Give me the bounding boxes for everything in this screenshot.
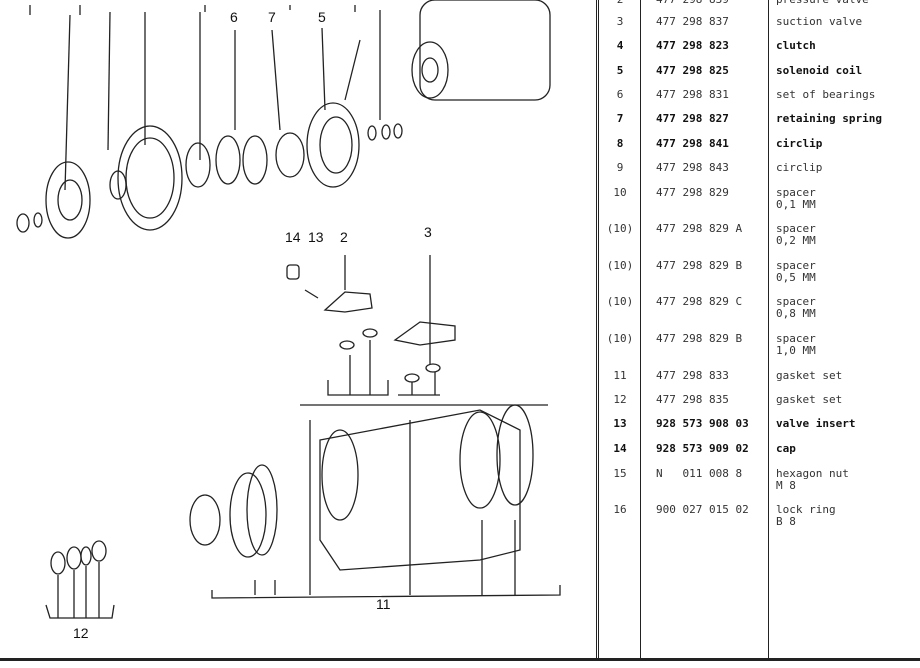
part-description: hexagon nut M 8 bbox=[776, 467, 849, 492]
position-number: 6 bbox=[616, 88, 624, 101]
position-number: 11 bbox=[613, 369, 627, 382]
clutch-plate bbox=[45, 161, 91, 239]
part-number: 477 298 823 bbox=[656, 39, 729, 52]
part-description: spacer 0,5 MM bbox=[776, 259, 816, 284]
position-number: 13 bbox=[613, 417, 627, 430]
assembled-compressor bbox=[419, 0, 551, 101]
part-number: 477 298 829 B bbox=[656, 332, 743, 345]
callout-12: 12 bbox=[73, 625, 89, 641]
bottom-rule bbox=[0, 658, 920, 661]
part-number: 477 298 831 bbox=[656, 88, 729, 101]
position-number: (10) bbox=[606, 332, 634, 345]
part-number: 477 298 841 bbox=[656, 137, 729, 150]
solenoid-coil bbox=[306, 102, 360, 188]
part-description: spacer 0,2 MM bbox=[776, 222, 816, 247]
position-number: 4 bbox=[616, 39, 624, 52]
exploded-parts-diagram: 6 7 5 14 13 2 3 11 12 bbox=[16, 0, 561, 641]
part-description: circlip bbox=[776, 137, 823, 150]
part-description: cap bbox=[776, 442, 796, 455]
pulley bbox=[117, 125, 183, 231]
column-divider bbox=[640, 0, 641, 658]
part-description: spacer 1,0 MM bbox=[776, 332, 816, 357]
part-description: solenoid coil bbox=[776, 64, 863, 77]
part-number: 477 298 825 bbox=[656, 64, 729, 77]
position-number: (10) bbox=[606, 295, 634, 308]
position-number: 16 bbox=[613, 503, 627, 516]
part-description: suction valve bbox=[776, 15, 863, 28]
part-description: clutch bbox=[776, 39, 816, 52]
part-description: gasket set bbox=[776, 369, 843, 382]
position-number: 9 bbox=[616, 161, 624, 174]
part-description: retaining spring bbox=[776, 112, 882, 125]
position-number: (10) bbox=[606, 259, 634, 272]
part-number: 928 573 908 03 bbox=[656, 417, 749, 430]
part-number: 928 573 909 02 bbox=[656, 442, 749, 455]
compressor-body bbox=[319, 409, 521, 571]
part-description: spacer 0,1 MM bbox=[776, 186, 816, 211]
position-number: (10) bbox=[606, 222, 634, 235]
part-description: pressure valve bbox=[776, 0, 869, 6]
position-number: 2 bbox=[599, 0, 641, 6]
part-number: 477 298 837 bbox=[656, 15, 729, 28]
position-number: 10 bbox=[613, 186, 627, 199]
part-description: valve insert bbox=[776, 417, 856, 430]
hexagon-nut bbox=[16, 213, 30, 233]
part-number: 477 298 833 bbox=[656, 369, 729, 382]
callout-5: 5 bbox=[318, 9, 326, 25]
position-number: 15 bbox=[613, 467, 627, 480]
part-number: 477 298 839 bbox=[656, 0, 729, 6]
position-number: 12 bbox=[613, 393, 627, 406]
part-number: 900 027 015 02 bbox=[656, 503, 749, 516]
parts-table: 2 477 298 839 pressure valve 3 477 298 837 su… bbox=[596, 0, 920, 658]
part-description: lock ring B 8 bbox=[776, 503, 836, 528]
part-number: 477 298 835 bbox=[656, 393, 729, 406]
part-description: set of bearings bbox=[776, 88, 876, 101]
part-description: gasket set bbox=[776, 393, 843, 406]
part-number: 477 298 829 bbox=[656, 186, 729, 199]
callout-11: 11 bbox=[376, 596, 391, 612]
part-number: 477 298 829 B bbox=[656, 259, 743, 272]
front-cover bbox=[189, 494, 221, 546]
part-description: spacer 0,8 MM bbox=[776, 295, 816, 320]
part-number: 477 298 843 bbox=[656, 161, 729, 174]
callout-6: 6 bbox=[230, 9, 238, 25]
part-description: circlip bbox=[776, 161, 823, 174]
column-divider bbox=[768, 0, 769, 658]
part-number: N 011 008 8 bbox=[656, 467, 743, 480]
callout-7: 7 bbox=[268, 9, 276, 25]
callout-14: 14 bbox=[285, 229, 301, 245]
position-number: 14 bbox=[613, 442, 627, 455]
position-number: 5 bbox=[616, 64, 624, 77]
position-number: 8 bbox=[616, 137, 624, 150]
callout-3: 3 bbox=[424, 224, 432, 240]
position-number: 3 bbox=[616, 15, 624, 28]
callout-2: 2 bbox=[340, 229, 348, 245]
position-number: 7 bbox=[616, 112, 624, 125]
part-number: 477 298 827 bbox=[656, 112, 729, 125]
part-number: 477 298 829 A bbox=[656, 222, 743, 235]
part-number: 477 298 829 C bbox=[656, 295, 743, 308]
callout-13: 13 bbox=[308, 229, 324, 245]
